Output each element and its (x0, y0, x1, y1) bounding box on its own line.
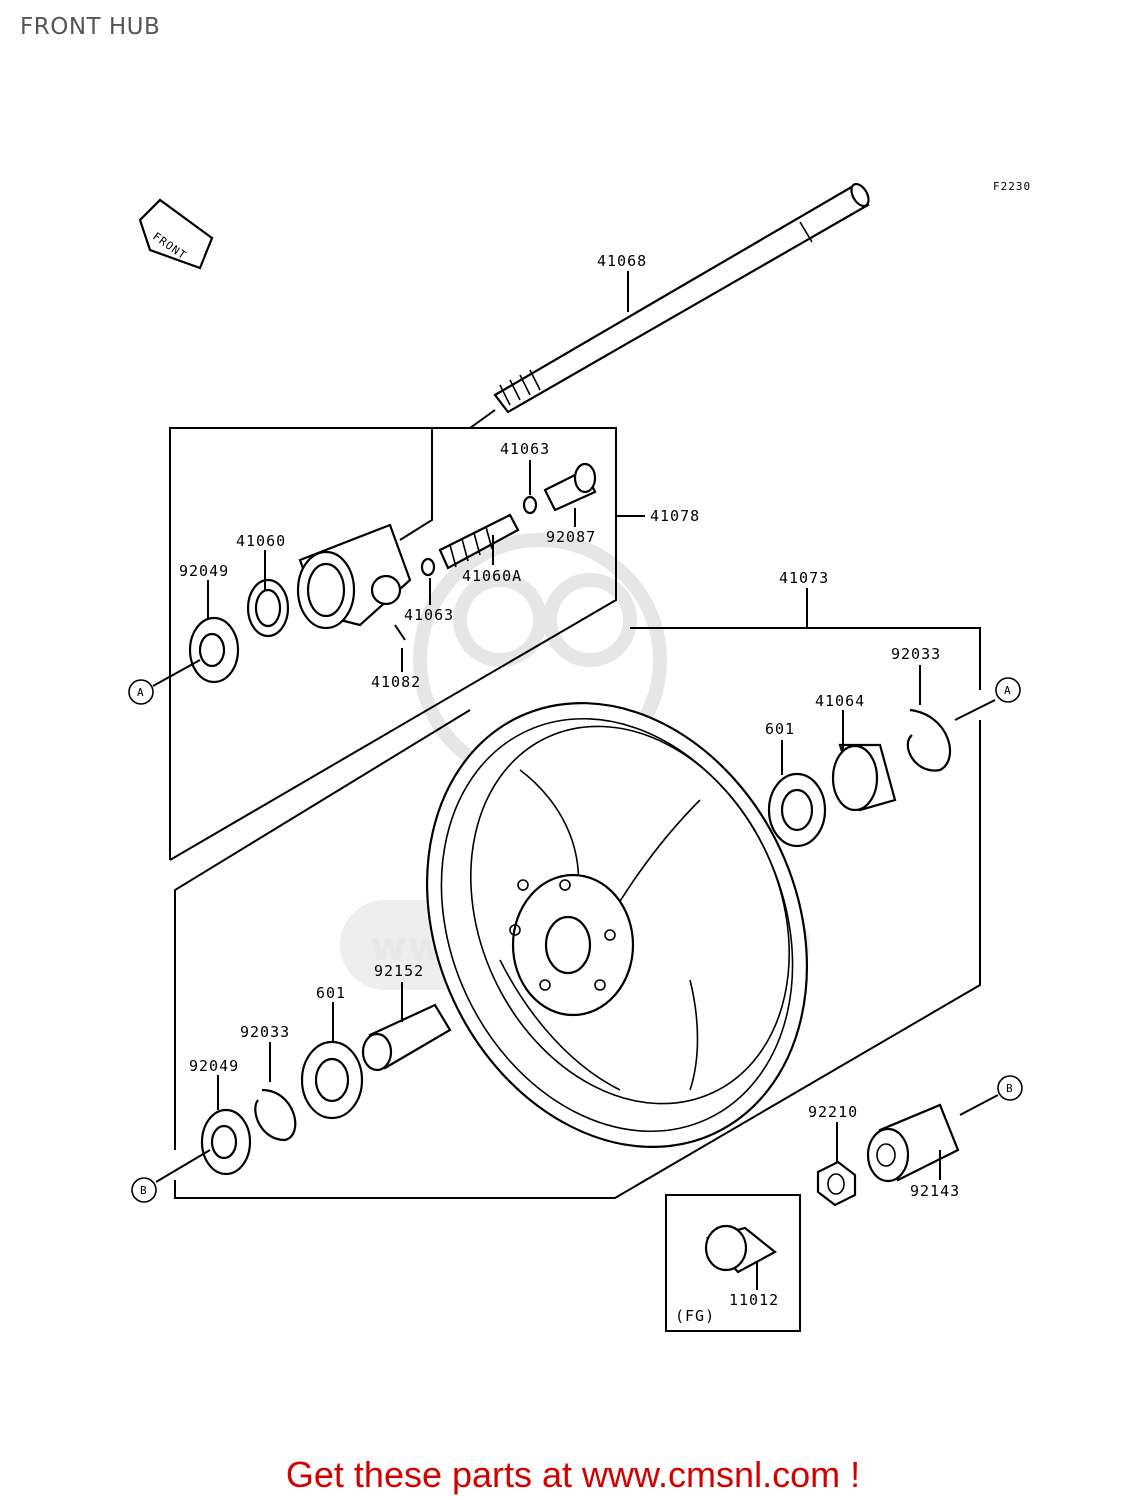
label-11012: 11012 (729, 1291, 779, 1309)
label-92033-right: 92033 (891, 645, 941, 663)
retainer-part (831, 743, 897, 812)
footer-promo-text[interactable]: Get these parts at www.cmsnl.com ! (285, 1454, 861, 1495)
washer-upper-part (522, 495, 538, 515)
callout-a-left-label: A (137, 686, 145, 699)
pin-part (394, 624, 406, 641)
label-92152: 92152 (374, 962, 424, 980)
label-41063-lower: 41063 (404, 606, 454, 624)
circlip-left-part (254, 1088, 297, 1142)
callout-b-left-label: B (140, 1184, 148, 1197)
callout-a-left (128, 679, 154, 705)
cap-part (704, 1224, 777, 1274)
label-92087: 92087 (546, 528, 596, 546)
bearing-right-part (767, 772, 827, 848)
label-92049-upper: 92049 (179, 562, 229, 580)
label-92049-lower: 92049 (189, 1057, 239, 1075)
hub-coupling-part (296, 523, 412, 630)
washer-lower-part (420, 557, 436, 577)
label-41063-upper: 41063 (500, 440, 550, 458)
label-41082: 41082 (371, 673, 421, 691)
seal-lower-part (200, 1108, 252, 1176)
seal-upper-part (188, 616, 240, 684)
label-92210: 92210 (808, 1103, 858, 1121)
spacer-part (361, 1003, 452, 1072)
label-601-left: 601 (316, 984, 346, 1002)
label-41073: 41073 (779, 569, 829, 587)
coupling-ring-part (246, 578, 290, 638)
circlip-right-part (906, 708, 952, 772)
front-arrow-icon: FRONT (138, 198, 214, 270)
axle-part (493, 182, 870, 414)
label-41064: 41064 (815, 692, 865, 710)
wheel-part (426, 702, 808, 1148)
collar-part (866, 1103, 960, 1183)
label-92143: 92143 (910, 1182, 960, 1200)
callout-b-right (997, 1075, 1023, 1101)
label-41078: 41078 (650, 507, 700, 525)
label-41060: 41060 (236, 532, 286, 550)
bearing-left-part (300, 1040, 364, 1120)
bushing-part (543, 462, 597, 512)
figure-code: F2230 (993, 180, 1031, 193)
callout-b-right-label: B (1006, 1082, 1014, 1095)
callout-a-right (995, 677, 1021, 703)
label-41068: 41068 (597, 252, 647, 270)
callout-a-right-label: A (1004, 684, 1012, 697)
fg-label: (FG) (675, 1307, 715, 1325)
gear-part (438, 513, 520, 570)
label-92033-left: 92033 (240, 1023, 290, 1041)
label-601-right: 601 (765, 720, 795, 738)
page-title: FRONT HUB (20, 14, 161, 40)
parts-diagram: www.cmsnl.com F2230 FRONT 41068 41078 (128, 180, 1031, 1332)
callout-b-left (131, 1177, 157, 1203)
fg-box (665, 1194, 801, 1332)
nut-part (816, 1160, 857, 1207)
label-41060a: 41060A (462, 567, 522, 585)
